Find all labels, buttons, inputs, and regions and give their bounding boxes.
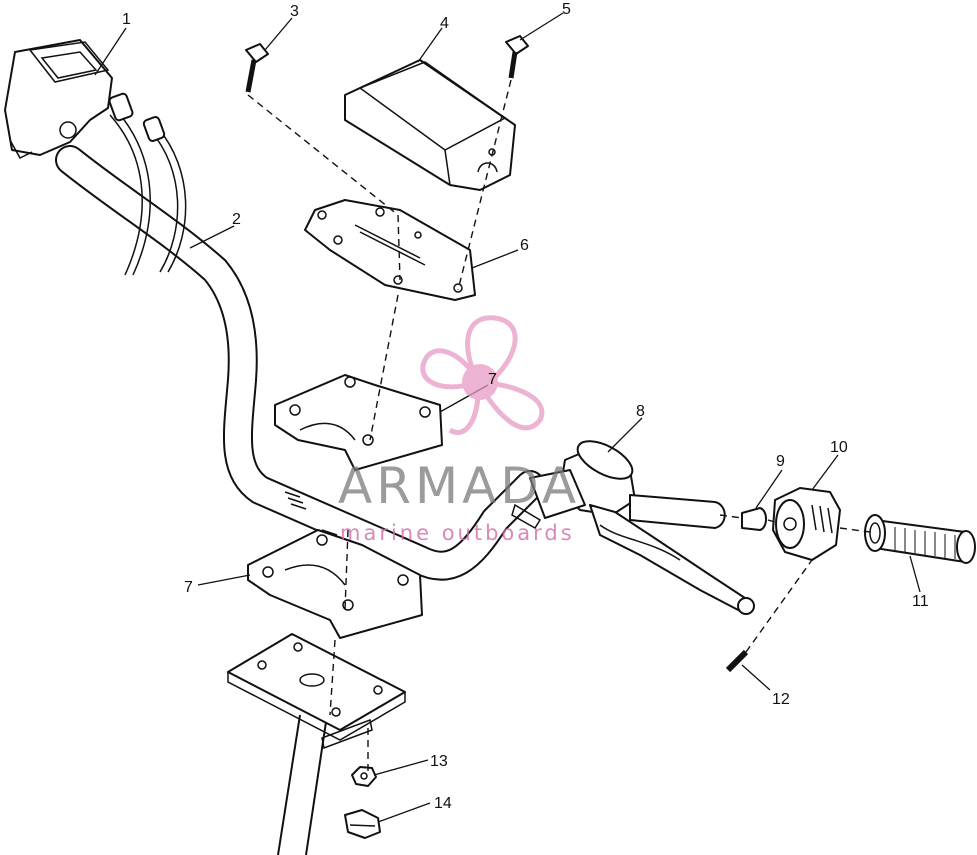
propeller-logo-icon	[420, 315, 545, 435]
master-cylinder	[511, 440, 755, 615]
callout-7-lower: 7	[184, 579, 193, 596]
watermark: ARMADA marine outboards	[338, 315, 580, 545]
watermark-brand: ARMADA	[338, 457, 580, 515]
callout-11: 11	[912, 593, 929, 610]
callout-9: 9	[776, 453, 785, 470]
assembly-lines	[247, 79, 871, 775]
lower-clamp	[247, 529, 423, 639]
screw-12	[725, 649, 749, 673]
upper-clamp	[274, 374, 443, 471]
callout-3: 3	[290, 3, 299, 20]
plug	[741, 507, 767, 531]
callout-6: 6	[520, 237, 529, 254]
clamp-14	[344, 809, 381, 839]
switch-housing	[772, 487, 841, 561]
throttle-housing	[4, 39, 113, 159]
nut-13	[351, 766, 377, 787]
callout-4: 4	[440, 15, 449, 32]
callout-7-upper: 7	[488, 371, 497, 388]
callout-1: 1	[122, 11, 131, 28]
callout-14: 14	[434, 795, 452, 812]
handlebar-pad	[344, 59, 516, 191]
bolt-3	[245, 43, 269, 93]
callouts: 1 2 3 4 5 6 7 7 8 9 10 11 12 13 14	[122, 1, 929, 812]
callout-2: 2	[232, 211, 241, 228]
callout-8: 8	[636, 403, 645, 420]
leader-lines	[94, 12, 921, 823]
callout-10: 10	[830, 439, 848, 456]
bolt-5	[505, 35, 529, 79]
callout-13: 13	[430, 753, 448, 770]
steering-post	[277, 714, 327, 855]
callout-5: 5	[562, 1, 571, 18]
steering-plate	[227, 633, 406, 750]
watermark-tagline: marine outboards	[340, 521, 575, 545]
grip	[864, 514, 976, 564]
cables	[108, 92, 187, 276]
callout-12: 12	[772, 691, 790, 708]
handlebar-plate	[304, 199, 476, 301]
